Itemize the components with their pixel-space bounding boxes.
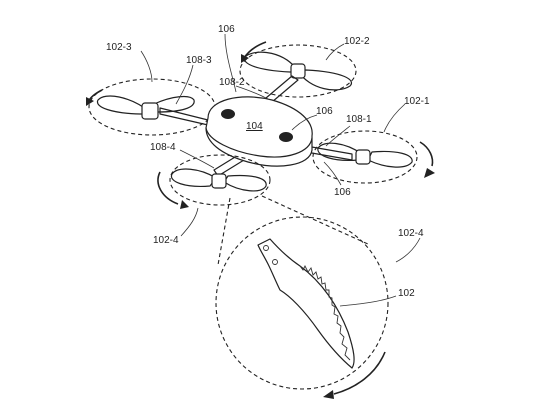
reference-labels: 102-3 102-2 106 108-3 108-2 106 104 108-…: [106, 24, 430, 299]
arm-108-3: [159, 107, 209, 126]
rotor-102-2: [239, 41, 357, 98]
label-104: 104: [246, 121, 263, 132]
label-108-3: 108-3: [186, 55, 212, 66]
label-108-1: 108-1: [346, 114, 372, 125]
sensor-106-right: [279, 132, 293, 142]
label-102-blade: 102: [398, 288, 415, 299]
label-108-4: 108-4: [150, 142, 176, 153]
rotor-102-1: [312, 130, 435, 184]
label-102-4-detail: 102-4: [398, 228, 424, 239]
drone-body-104: [205, 96, 313, 167]
label-106-bottom: 106: [334, 187, 351, 198]
blade-102: [257, 238, 355, 369]
rotor-102-3: [86, 78, 216, 136]
label-106-top: 106: [218, 24, 235, 35]
label-108-2: 108-2: [219, 77, 245, 88]
arm-108-2: [265, 75, 299, 103]
label-102-2: 102-2: [344, 36, 370, 47]
detail-callout: [215, 195, 389, 399]
sensor-106-top: [221, 109, 235, 119]
rotor-102-4: [157, 154, 271, 209]
label-106-right: 106: [316, 106, 333, 117]
leader-lines: [140, 33, 421, 307]
label-102-3: 102-3: [106, 42, 132, 53]
label-102-4: 102-4: [153, 235, 179, 246]
label-102-1: 102-1: [404, 96, 430, 107]
